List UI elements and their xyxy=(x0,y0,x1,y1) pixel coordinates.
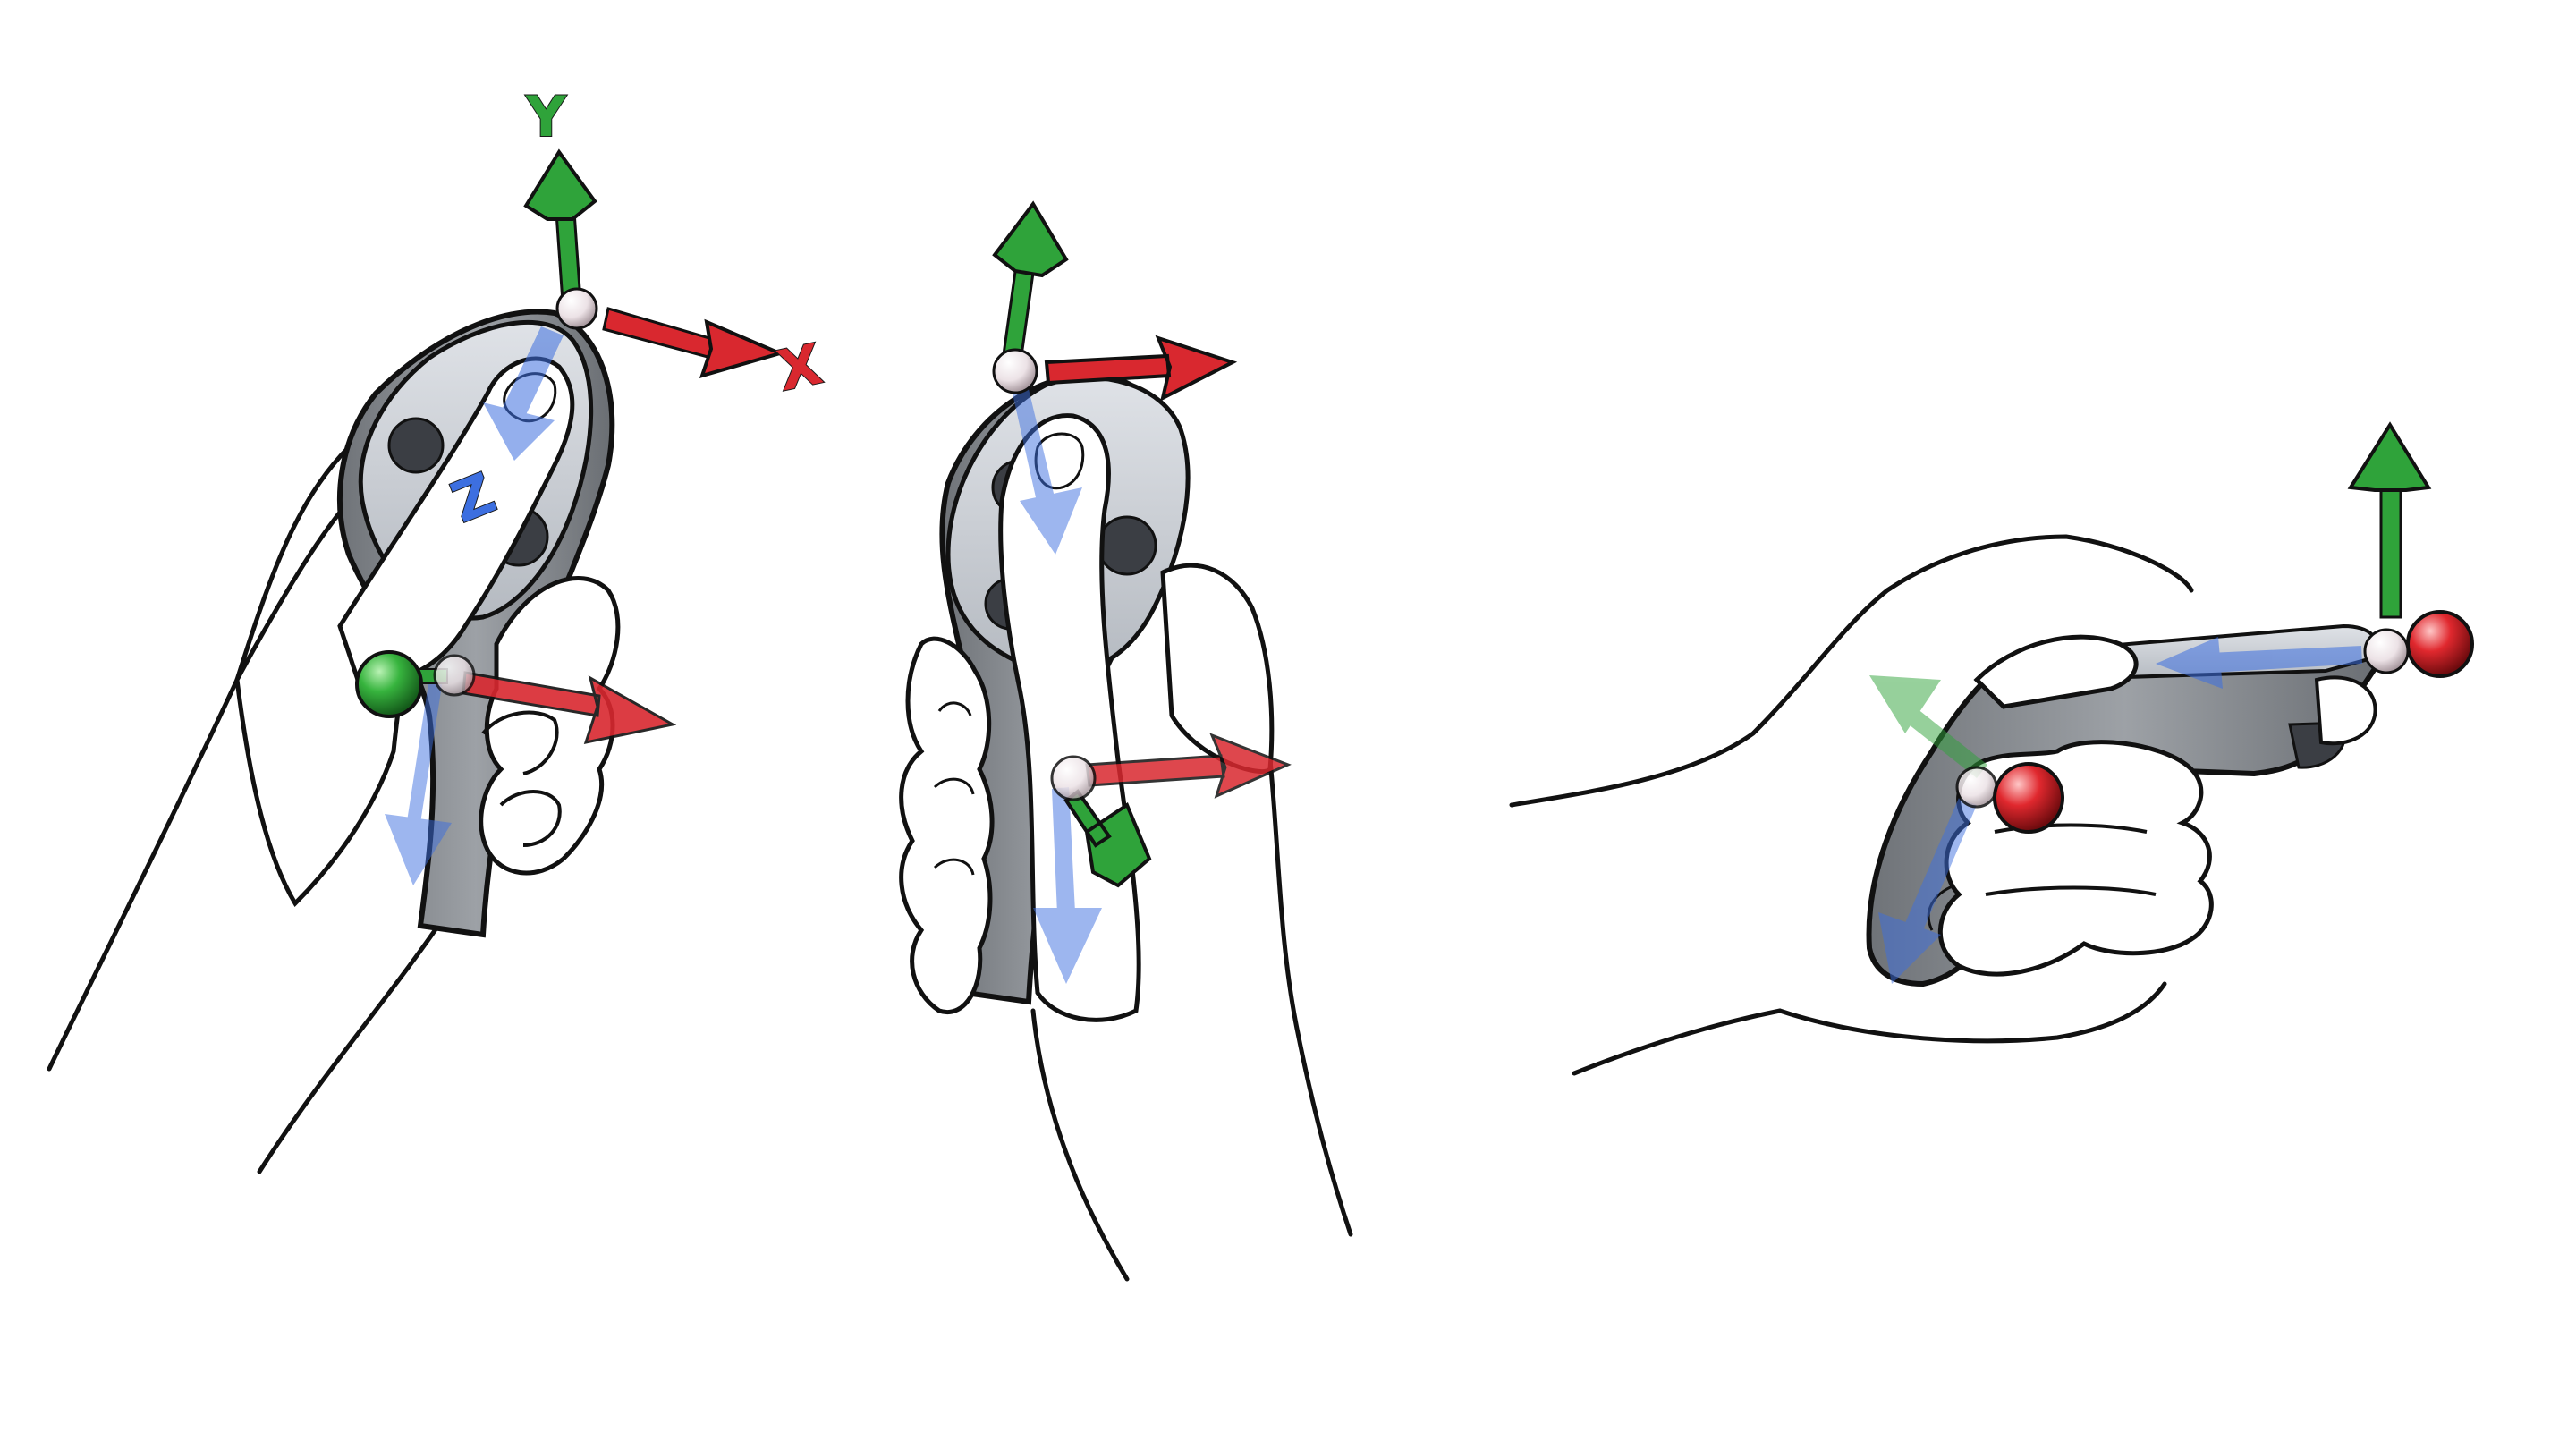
fig2-lower-z-arrow xyxy=(1033,787,1102,984)
fig2-origin-joint xyxy=(992,348,1038,394)
fig3-z-arrow xyxy=(2156,637,2362,689)
figure-3-front-gizmo xyxy=(2156,421,2474,689)
fig3-y-arrowhead xyxy=(2347,421,2432,492)
fig2-x-arrow xyxy=(1044,335,1238,402)
figure-2-top-gizmo xyxy=(992,200,1238,555)
hand-1-fingers xyxy=(479,576,621,876)
fig3-grip-origin-joint xyxy=(1955,766,1998,809)
x-axis-label: X xyxy=(772,331,827,403)
figure-2-lower-gizmo xyxy=(1033,733,1292,984)
figure-1-lower-gizmo xyxy=(355,650,677,886)
z-axis-arrow xyxy=(483,326,564,461)
figure-3-grip-gizmo xyxy=(1869,675,2064,984)
lower-z-arrow xyxy=(385,678,452,886)
figure-2-upright-pointing-grip xyxy=(899,200,1353,1282)
hand-3-arm-outline xyxy=(1509,534,2194,1076)
figure-3-horizontal-pistol-grip xyxy=(1509,421,2474,1076)
x-axis-arrow xyxy=(602,307,785,378)
fig3-grip-z-arrow xyxy=(1878,798,1977,984)
lower-origin-joint xyxy=(433,654,476,697)
fig2-y-arrowhead xyxy=(992,200,1069,278)
fig3-origin-joint xyxy=(2363,628,2410,674)
hand-2-fingers xyxy=(899,636,995,1015)
y-axis-label: Y xyxy=(525,84,567,149)
controller-2-button-b xyxy=(1097,515,1157,576)
hand-3-thumb xyxy=(1973,634,2139,709)
fig3-grip-x-ball xyxy=(1993,762,2064,834)
fig2-lower-origin-joint xyxy=(1050,755,1097,801)
figure-1-upright-palm-grip: Y X Z xyxy=(47,83,828,1174)
y-axis-arrow xyxy=(523,148,597,307)
fig3-x-ball xyxy=(2406,610,2474,678)
controller-1-button-a xyxy=(387,417,445,474)
fig3-grip-y-arrow xyxy=(1869,675,1987,778)
lower-y-ball xyxy=(355,650,423,718)
fig2-z-arrow xyxy=(1013,389,1082,555)
origin-joint xyxy=(555,287,598,330)
hand-3-index-finger xyxy=(2314,675,2377,746)
figure-1-top-gizmo xyxy=(483,148,785,461)
